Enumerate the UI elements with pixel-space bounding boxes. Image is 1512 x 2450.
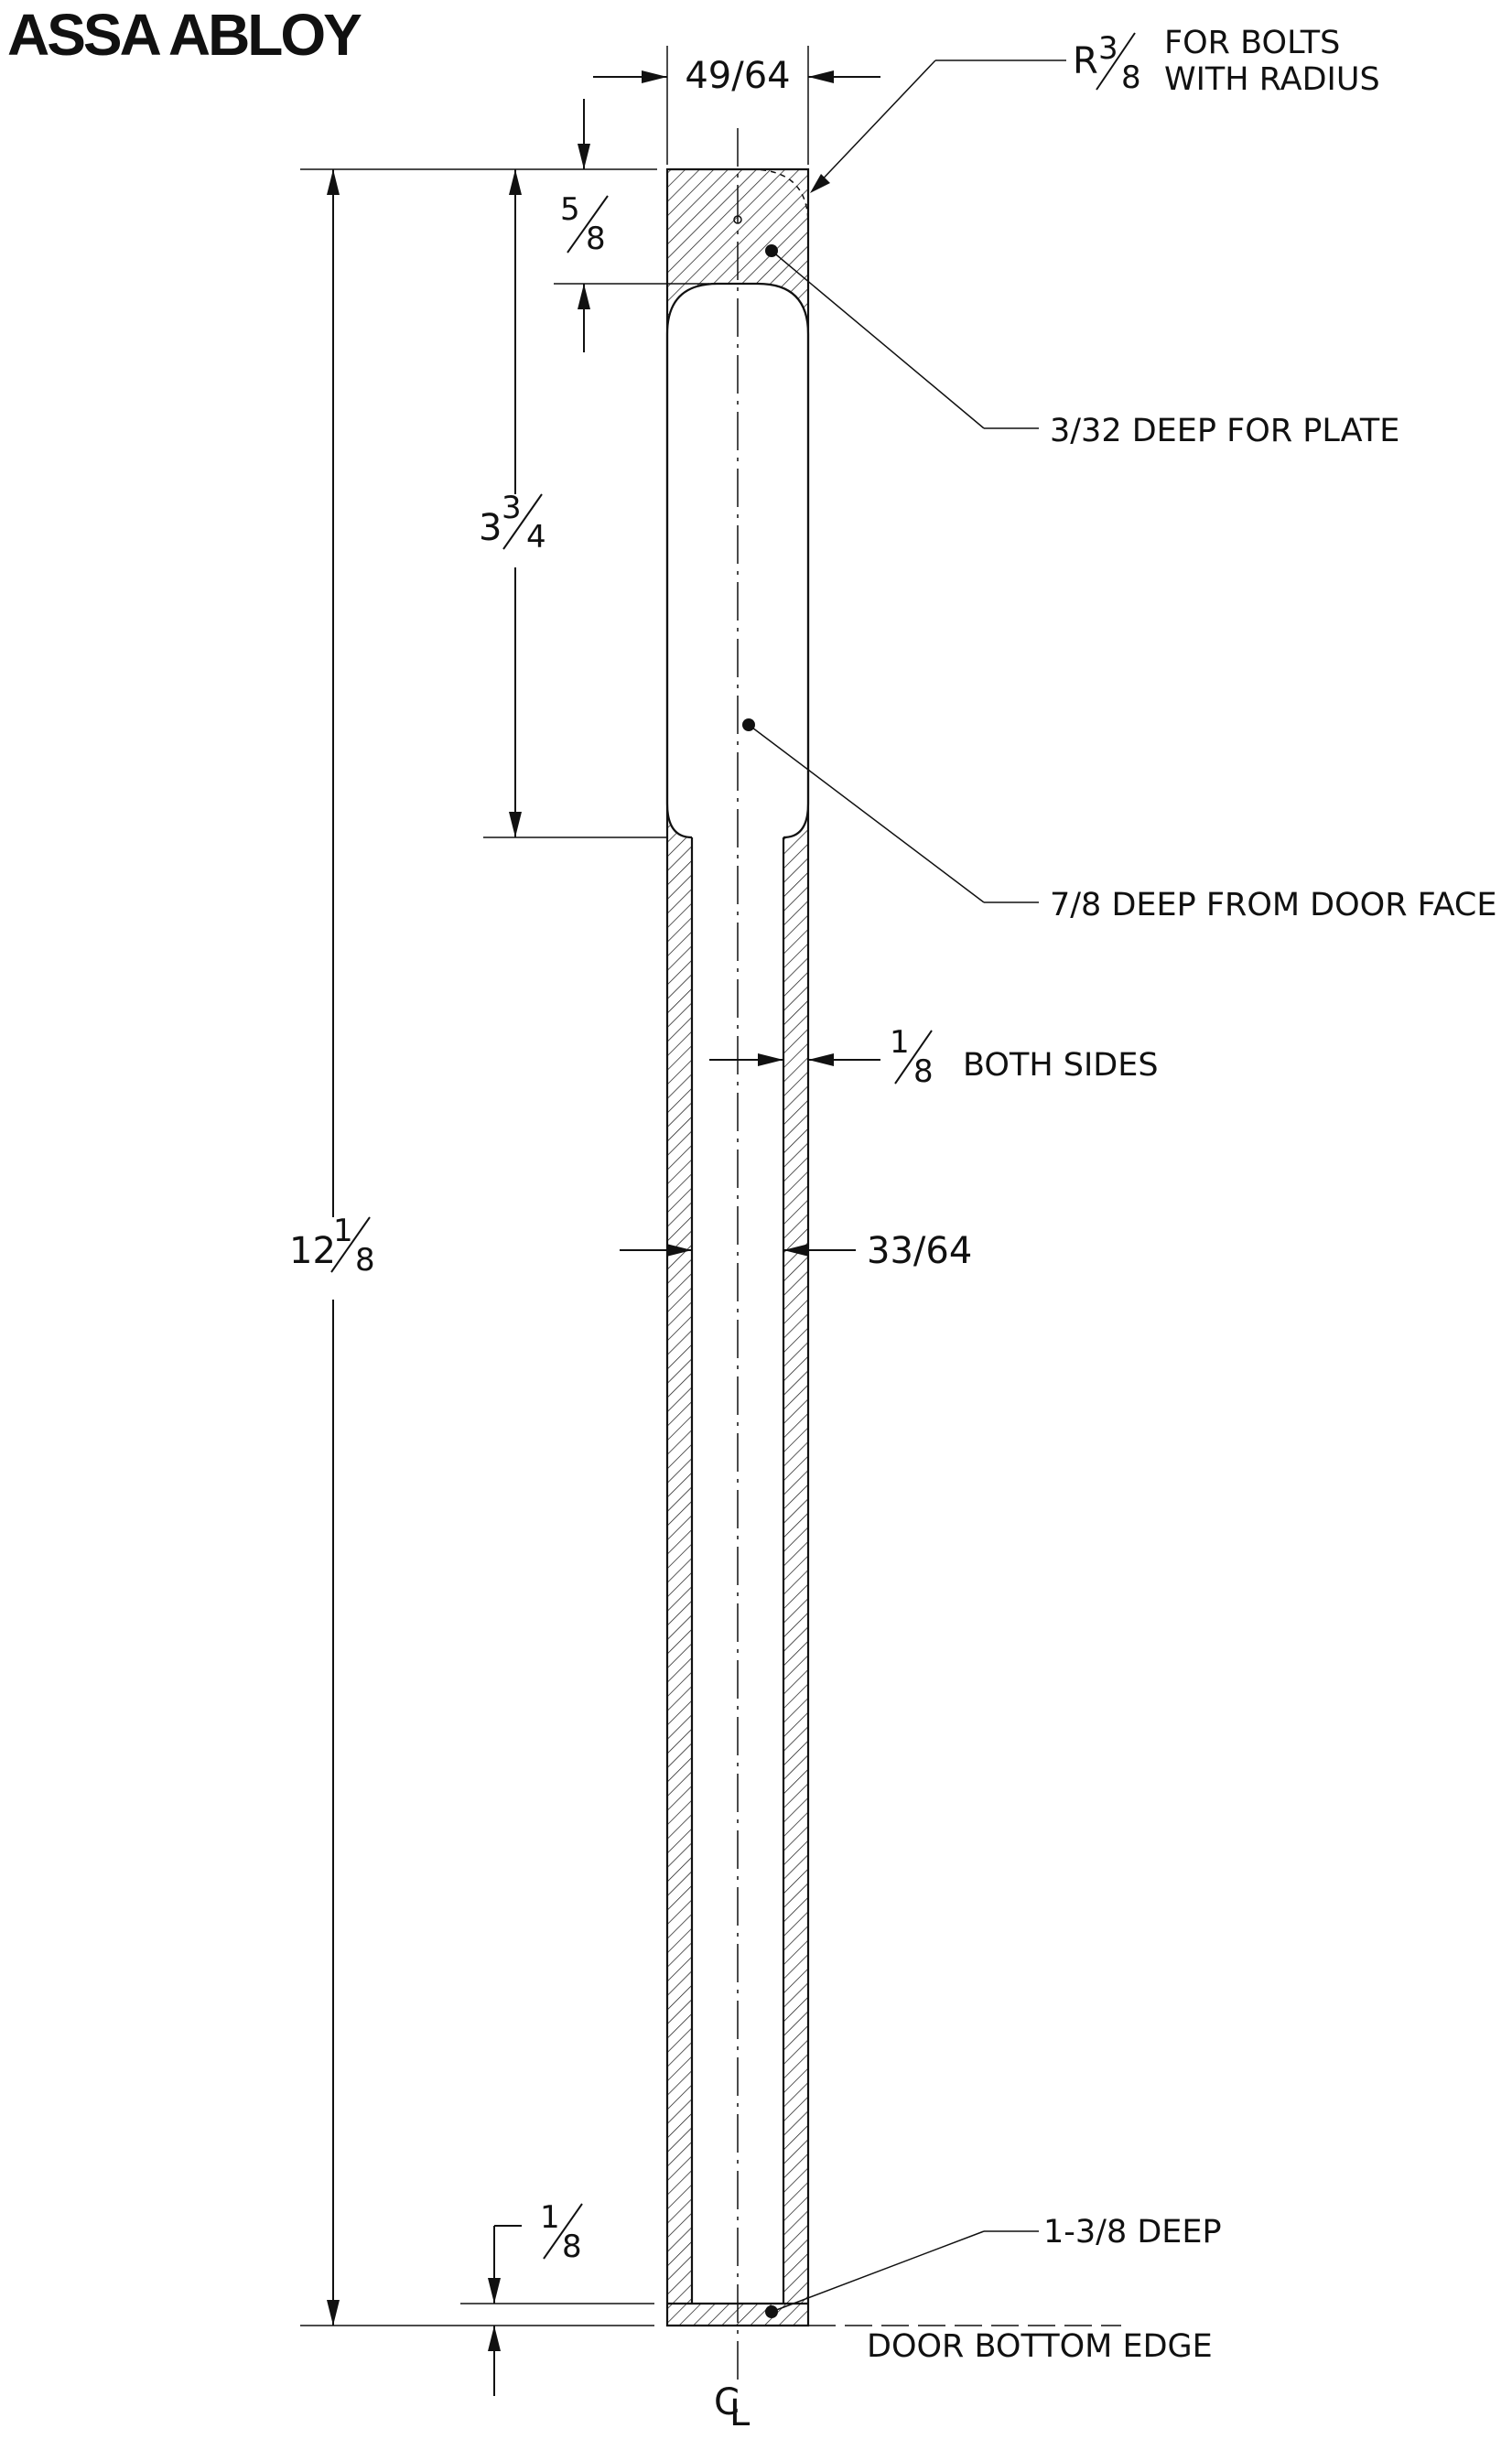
bolt-radius-note: R 3 8 FOR BOLTS WITH RADIUS <box>810 25 1380 193</box>
right-wall-section <box>783 804 808 2304</box>
overall-whole: 12 <box>289 1230 336 1272</box>
wall-thickness-dimension: 1 8 BOTH SIDES <box>709 1024 1159 1090</box>
pocket-whole: 3 <box>479 507 502 549</box>
pocket-denominator: 4 <box>526 519 546 556</box>
bottom-deep-note: 1-3/8 DEEP <box>765 2214 1222 2318</box>
bottom-dimension: 1 8 <box>300 2199 654 2396</box>
brand-logo: ASSA ABLOY <box>7 2 362 68</box>
door-face-note: 7/8 DEEP FROM DOOR FACE <box>742 718 1496 923</box>
bolts-note-line1: FOR BOLTS <box>1164 25 1340 61</box>
groove-width-value: 33/64 <box>867 1230 972 1272</box>
overall-length-dimension: 12 1 8 <box>289 169 375 2326</box>
pocket-outline <box>665 282 810 839</box>
both-sides-note: BOTH SIDES <box>963 1047 1159 1084</box>
bottom-numerator: 1 <box>540 2199 560 2236</box>
pocket-depth-dimension: 3 3 4 <box>479 169 668 838</box>
top-section-denominator: 8 <box>586 221 606 257</box>
pocket-numerator: 3 <box>502 490 522 526</box>
groove-width-dimension: 33/64 <box>620 1230 972 1272</box>
centerline-l: L <box>729 2392 751 2434</box>
width-value: 49/64 <box>685 55 790 97</box>
left-wall-section <box>667 804 692 2304</box>
centerline-symbol: C L <box>714 2381 751 2434</box>
bottom-denominator: 8 <box>562 2229 582 2265</box>
centerline-c: C <box>714 2381 740 2423</box>
plate-note-text: 3/32 DEEP FOR PLATE <box>1050 413 1399 449</box>
wall-numerator: 1 <box>890 1024 910 1061</box>
radius-prefix: R <box>1073 40 1098 82</box>
hatched-sections <box>667 169 808 2326</box>
wall-denominator: 8 <box>913 1053 934 1090</box>
plate-note: 3/32 DEEP FOR PLATE <box>765 244 1399 449</box>
width-dimension: 49/64 <box>593 46 880 165</box>
overall-numerator: 1 <box>333 1213 353 1249</box>
top-section-dimension: 5 8 <box>554 99 709 352</box>
door-face-note-text: 7/8 DEEP FROM DOOR FACE <box>1050 887 1496 923</box>
bolts-note-line2: WITH RADIUS <box>1164 61 1380 98</box>
radius-numerator: 3 <box>1098 30 1118 67</box>
bottom-deep-note-text: 1-3/8 DEEP <box>1043 2214 1222 2250</box>
overall-denominator: 8 <box>355 1242 375 1279</box>
door-bottom-edge-text: DOOR BOTTOM EDGE <box>867 2328 1213 2365</box>
bolt-radius-arc <box>750 168 809 225</box>
radius-denominator: 8 <box>1121 59 1141 96</box>
door-bottom-edge: DOOR BOTTOM EDGE <box>808 2325 1213 2365</box>
top-section-numerator: 5 <box>560 191 580 228</box>
